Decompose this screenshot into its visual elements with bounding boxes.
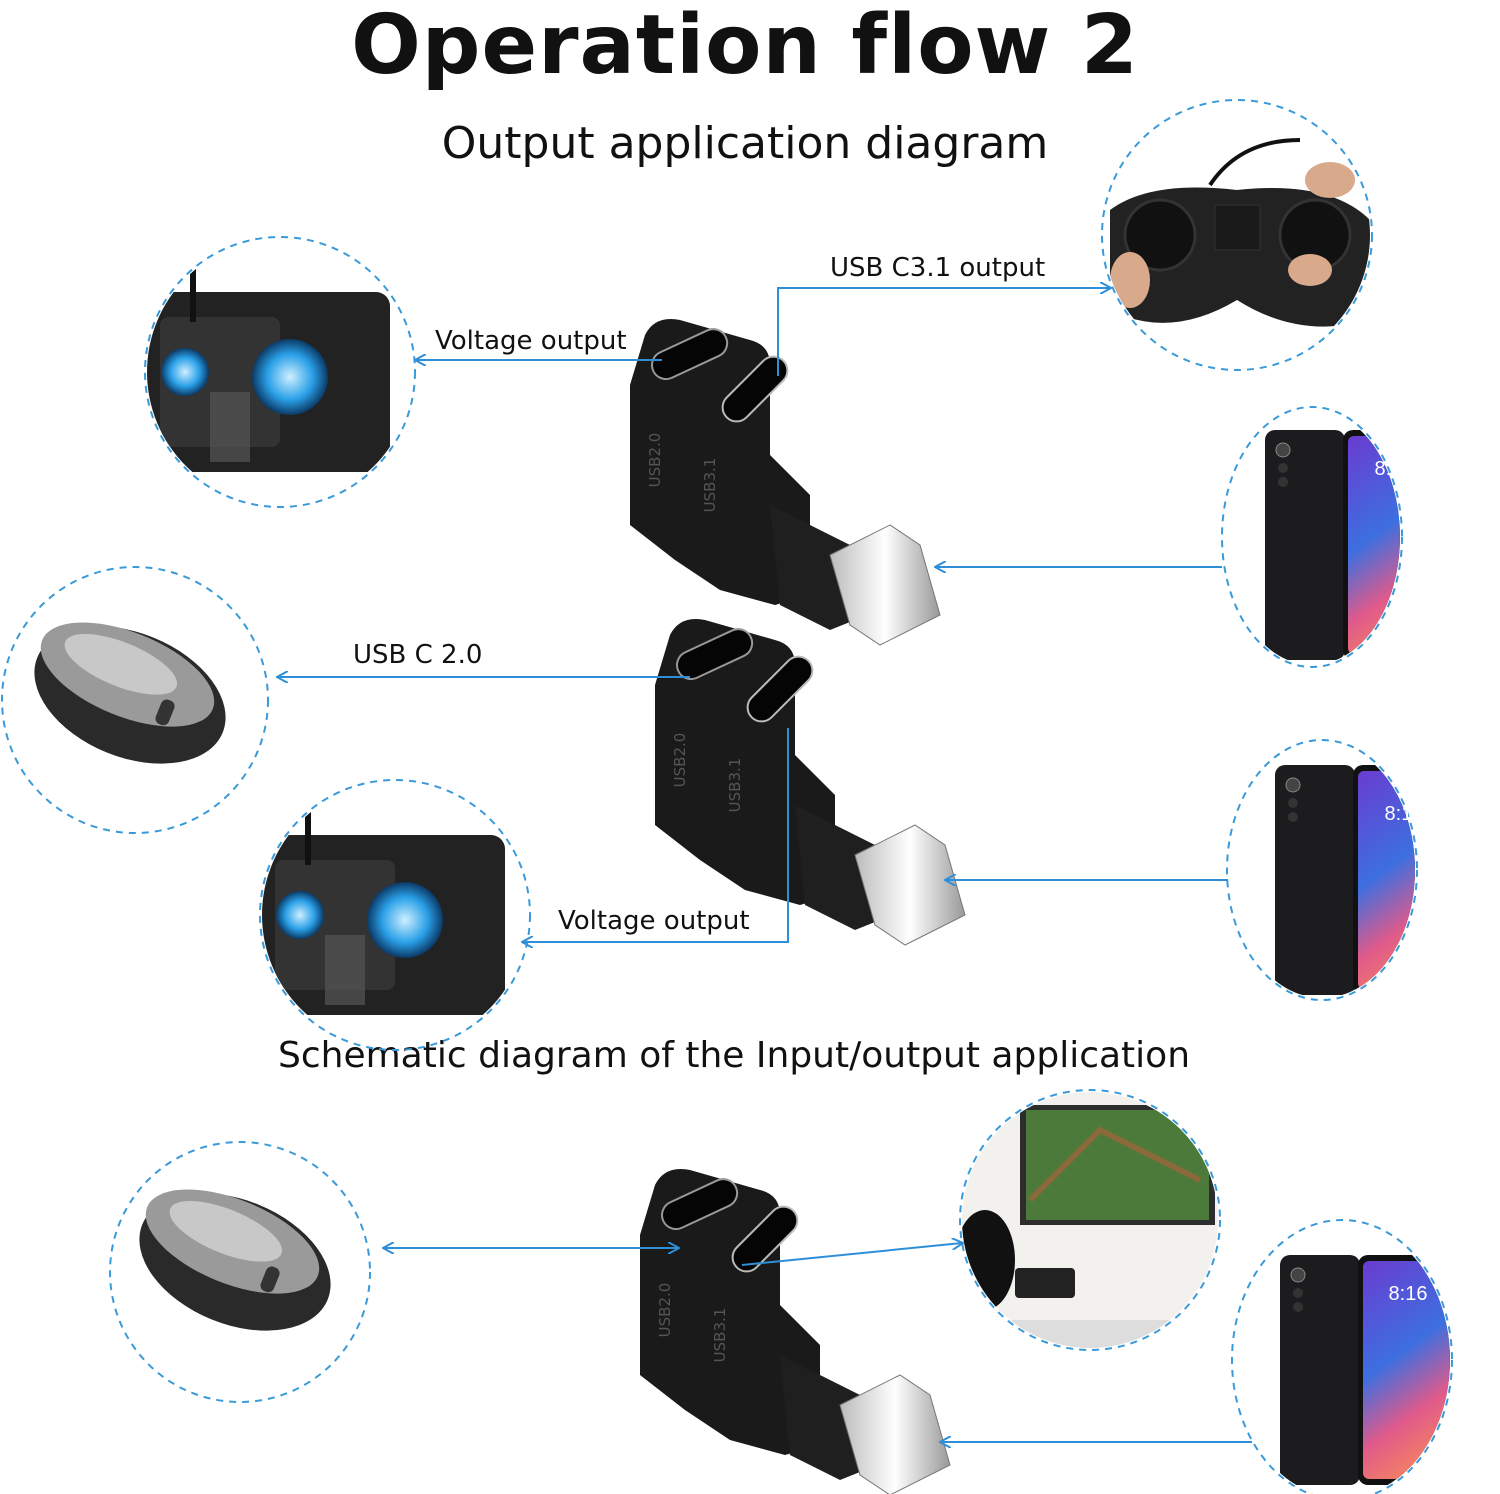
- handheld-device-image-mid: [259, 779, 531, 1051]
- monitor-gaming-image: [959, 1089, 1221, 1351]
- arrow-voltage-output-2: [523, 728, 789, 942]
- svg-text:USB2.0: USB2.0: [656, 1283, 674, 1338]
- svg-text:USB3.1: USB3.1: [726, 758, 744, 813]
- svg-text:USB2.0: USB2.0: [646, 433, 664, 488]
- section-title: Schematic diagram of the Input/output ap…: [278, 1035, 1191, 1076]
- svg-text:USB3.1: USB3.1: [711, 1308, 729, 1363]
- usb-c-adapter-2: USB2.0 USB3.1: [654, 618, 966, 946]
- page-title: Operation flow 2: [351, 0, 1139, 93]
- phone-clock: 8:16: [1375, 458, 1414, 480]
- phone-clock: 8:16: [1385, 803, 1424, 825]
- mouse-image-mid: [1, 566, 269, 834]
- svg-text:USB3.1: USB3.1: [701, 458, 719, 513]
- phone-clock: 8:16: [1389, 1283, 1428, 1305]
- subtitle: Output application diagram: [441, 118, 1049, 169]
- usb-c-adapter-1: USB2.0 USB3.1: [629, 318, 941, 646]
- phone-image-3: 8:16: [1231, 1219, 1453, 1494]
- usb-c-adapter-3: USB2.0 USB3.1: [639, 1168, 951, 1494]
- handheld-device-image-top: [144, 236, 416, 508]
- label-usb-c31-output: USB C3.1 output: [830, 253, 1046, 283]
- label-usb-c20: USB C 2.0: [353, 640, 483, 670]
- label-voltage-output-1: Voltage output: [435, 326, 627, 356]
- phone-image-2: 8:16: [1226, 739, 1424, 1001]
- arrow-usb-c31-output: [777, 288, 1110, 376]
- game-controller-image: [1101, 99, 1373, 371]
- label-voltage-output-2: Voltage output: [558, 906, 750, 936]
- svg-text:USB2.0: USB2.0: [671, 733, 689, 788]
- arrow-monitor: [741, 1243, 962, 1266]
- mouse-image-bottom: [109, 1141, 371, 1403]
- phone-image-1: 8:16: [1221, 406, 1414, 668]
